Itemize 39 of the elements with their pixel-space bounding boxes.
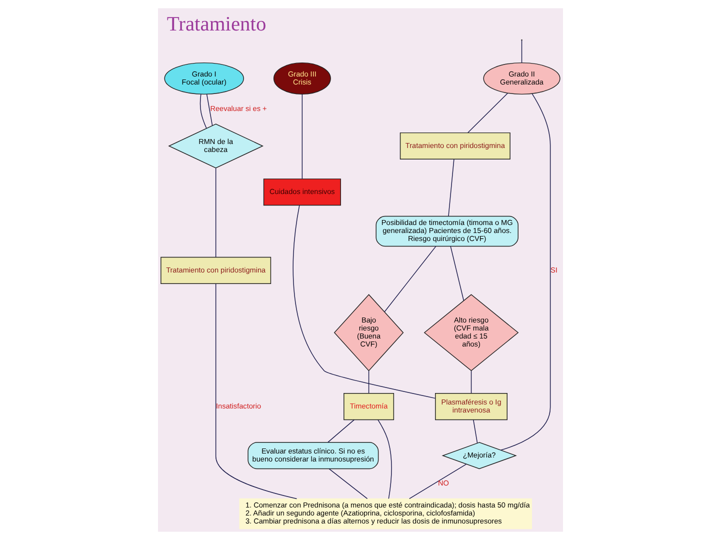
node-diamond: ¿Mejoría? [441, 442, 516, 470]
node-box: 1. Comenzar con Prednisona (a menos que esté contraindicada); dosis hasta 50 mg/día 2. Añadir un segundo agente (Azatioprina, ciclosporina, ciclofosfamida) 3. Cambiar prednisona a días alternos y reducir las dosis de inmunosupresores [238, 498, 532, 530]
edge-label: SI [550, 265, 557, 274]
connector [450, 246, 464, 301]
node-box: Plasmaféresis o Ig intravenosa [434, 393, 507, 420]
connector [328, 468, 368, 500]
connector [384, 246, 436, 312]
node-box: Posibilidad de timectomía (timoma o MG generalizada) Pacientes de 15-60 años. Riesgo quirúrgico (CVF) [375, 216, 518, 247]
edge-label: Reevaluar si es + [210, 104, 266, 113]
connector [292, 204, 436, 399]
node-box: Cuidados intensivos [262, 178, 340, 206]
connector [500, 93, 550, 450]
connector [520, 40, 522, 64]
connector [470, 370, 472, 394]
edge-label: NO [437, 478, 448, 488]
connector [301, 94, 302, 180]
node-diamond: Bajo riesgo (Buena CVF) [333, 294, 404, 372]
node-box: Evaluar estatus clínico. Si no es bueno considerar la inmunosupresión [247, 442, 378, 470]
connector [448, 159, 454, 216]
connector [408, 464, 466, 500]
node-box: Timectomía [343, 393, 394, 420]
connector [199, 94, 206, 129]
connector [214, 168, 216, 258]
edge-label: Insatisfactorio [215, 401, 261, 410]
node-box: Tratamiento con piridostigmina [160, 256, 271, 284]
diagram-title: Tratamiento [166, 14, 266, 36]
node-diamond: Alto riesgo (CVF mala edad ≤ 15 años) [423, 294, 518, 372]
connector [472, 419, 478, 444]
node-ellipse: Grado III Crisis [272, 62, 330, 95]
node-ellipse: Grado I Focal (ocular) [164, 62, 244, 95]
connector [368, 370, 369, 394]
node-diamond: RMN de la cabeza [168, 124, 264, 168]
connector [467, 92, 508, 133]
connector [206, 94, 212, 126]
connector [214, 283, 297, 500]
node-ellipse: Grado II Generalizada [482, 62, 560, 95]
node-box: Tratamiento con piridostigmina [399, 132, 510, 160]
connector [377, 420, 392, 500]
connector [327, 419, 354, 443]
